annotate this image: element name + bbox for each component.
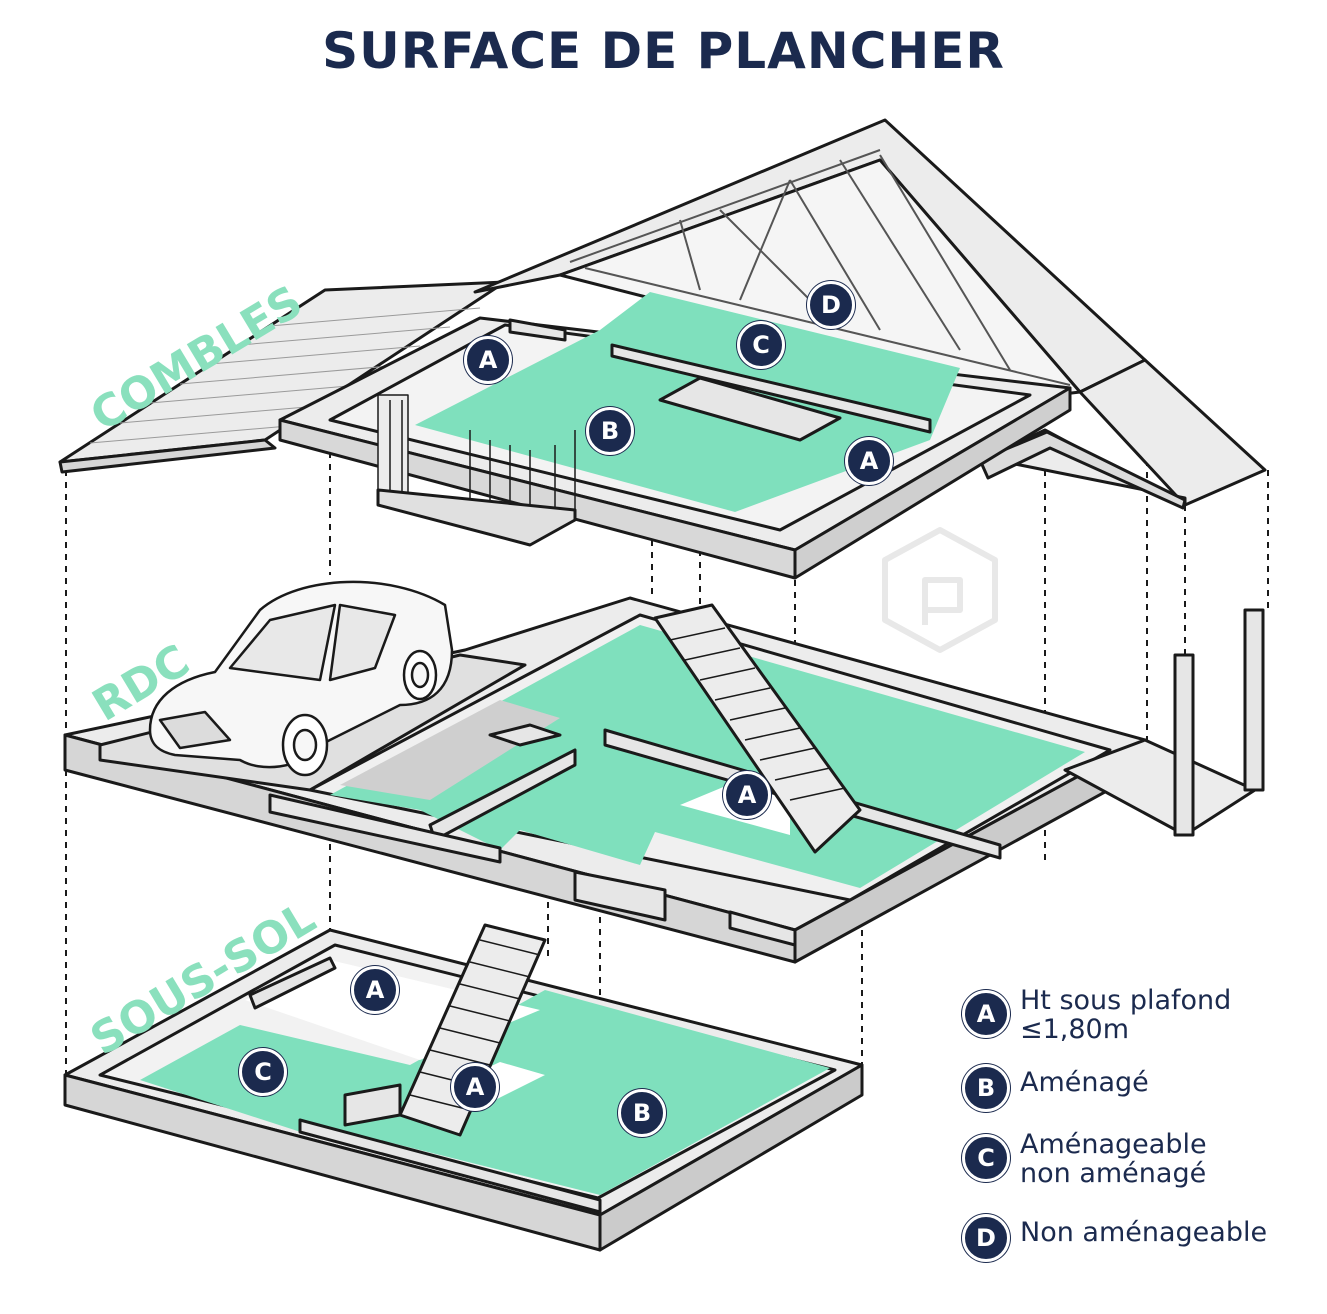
legend-badge-d: D: [962, 1214, 1010, 1262]
zone-badge-a: A: [723, 771, 771, 819]
staircase-icon: [653, 603, 862, 854]
terrace-pillar-left: [1173, 653, 1195, 837]
legend-badge-c: C: [962, 1134, 1010, 1182]
page-title: SURFACE DE PLANCHER: [322, 22, 1005, 80]
zone-badge-b: B: [618, 1089, 666, 1137]
legend-text-b: Aménagé: [1020, 1067, 1149, 1098]
zone-badge-c: C: [737, 321, 785, 369]
ground-floor-level: [63, 580, 1265, 964]
zone-badge-a: A: [451, 1063, 499, 1111]
legend-text-d: Non aménageable: [1020, 1217, 1268, 1248]
zone-badge-b: B: [586, 407, 634, 455]
zone-badge-d: D: [807, 281, 855, 329]
zone-badge-a: A: [351, 966, 399, 1014]
zone-badge-c: C: [239, 1048, 287, 1096]
car-icon: [148, 580, 454, 777]
watermark-logo-icon: [882, 527, 998, 653]
guide-lines: [65, 440, 1269, 1075]
legend-badge-b: B: [962, 1064, 1010, 1112]
zone-badge-a: A: [845, 437, 893, 485]
zone-badge-a: A: [464, 336, 512, 384]
terrace-pillar-right: [1243, 608, 1265, 792]
legend-text-a: Ht sous plafond ≤1,80m: [1020, 985, 1232, 1045]
legend-badge-a: A: [962, 990, 1010, 1038]
right-roof-panel: [1078, 358, 1267, 507]
legend-text-c: Aménageable non aménagé: [1020, 1129, 1207, 1189]
